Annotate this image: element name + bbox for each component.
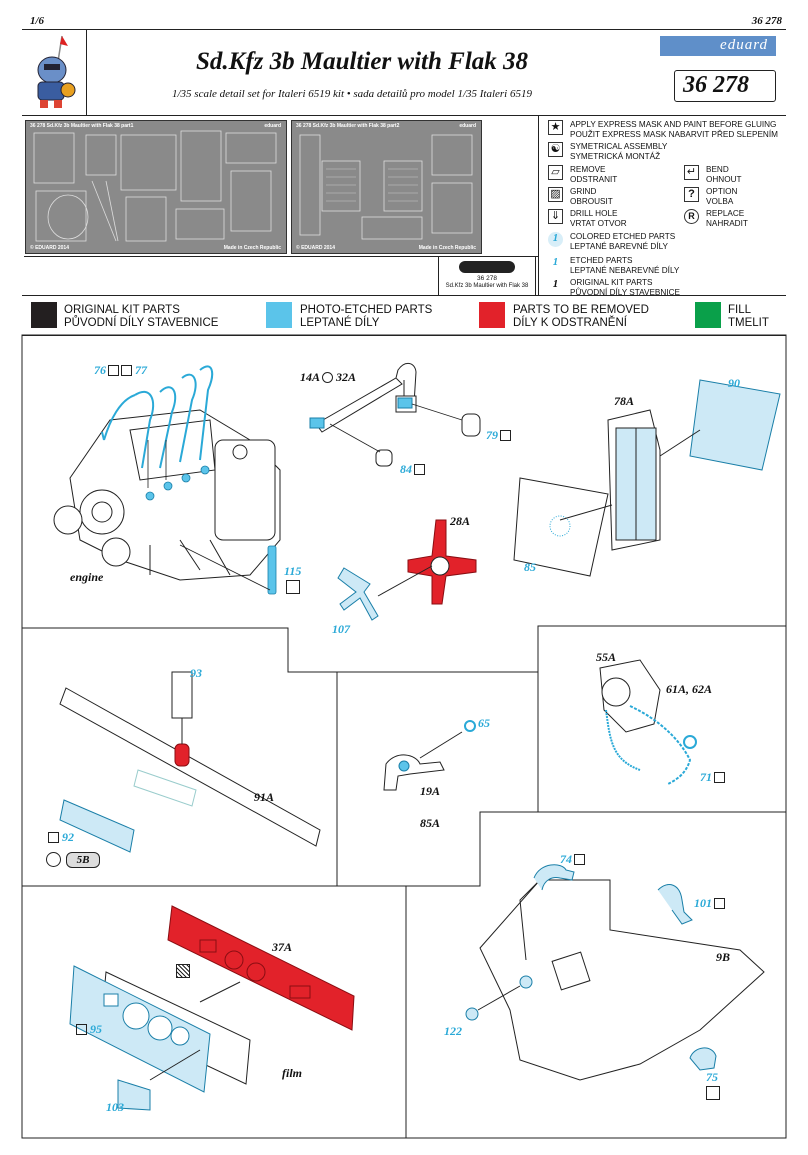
- bend-icon: [706, 1086, 720, 1100]
- star-icon: ★: [548, 120, 563, 135]
- page-number: 1/6: [30, 15, 45, 27]
- part-label-5b: 5B: [66, 852, 100, 868]
- part-label-84: 84: [400, 462, 425, 477]
- pe-pipes-76-77: [101, 365, 214, 469]
- part-label-107: 107: [332, 622, 350, 636]
- etched-icon: 1: [548, 256, 563, 271]
- part-label-75: 75: [706, 1070, 718, 1084]
- original-icon: 1: [548, 278, 563, 293]
- part-label-28a: 28A: [450, 514, 471, 528]
- etched-fret-2: 36 278 Sd.Kfz 3b Maultier with Flak 38 p…: [291, 120, 482, 254]
- part-label-85: 85: [524, 560, 536, 574]
- box-78a: [513, 379, 781, 577]
- eduard-mascot-icon: [24, 32, 84, 112]
- set-number-box: 36 278: [674, 70, 776, 102]
- fan-28a: [337, 519, 477, 621]
- part-label-95: 95: [74, 1022, 102, 1037]
- engine-drawing: [53, 409, 281, 581]
- part-label-14a: 14A 32A: [300, 370, 357, 384]
- eduard-logo: eduard: [660, 36, 776, 56]
- filler-cap-55a: [599, 659, 697, 785]
- part-label-78a: 78A: [614, 394, 635, 408]
- bend-icon: [286, 580, 300, 594]
- dashboard-37a: [69, 905, 355, 1111]
- part-label-76: 76 77: [94, 363, 147, 377]
- page-title: Sd.Kfz 3b Maultier with Flak 38: [196, 48, 529, 75]
- part-label-55a: 55A: [596, 650, 617, 664]
- part-label-71: 71: [700, 770, 725, 785]
- part-label-37a: 37A: [272, 940, 293, 954]
- part-label-91a: 91A: [254, 790, 275, 804]
- bend-icon: ↵: [684, 165, 699, 180]
- remove-icon: ▱: [548, 165, 563, 180]
- replace-icon: R: [684, 209, 699, 224]
- part-label-65: 65: [478, 716, 490, 730]
- color-swatch-original: [31, 302, 57, 328]
- colored-etched-icon: 1: [548, 232, 563, 247]
- part-label-122: 122: [444, 1024, 462, 1038]
- bumper-91a: [59, 671, 321, 853]
- drill-icon: ⇓: [548, 209, 563, 224]
- part-label-74: 74: [560, 852, 585, 867]
- part-label-61a-62a: 61A, 62A: [666, 682, 713, 696]
- engine-label: engine: [70, 570, 104, 584]
- color-swatch-photo-etched: [266, 302, 292, 328]
- part-label-103: 103: [106, 1100, 124, 1114]
- film-label: film: [282, 1066, 302, 1080]
- part-label-19a: 19A: [420, 784, 441, 798]
- replace-icon: [46, 852, 61, 867]
- part-label-85a: 85A: [420, 816, 441, 830]
- part-label-9b: 9B: [716, 950, 731, 964]
- part-label-93: 93: [190, 666, 202, 680]
- color-swatch-removed: [479, 302, 505, 328]
- header-rule: [22, 29, 786, 30]
- part-label-115: 115: [284, 564, 302, 578]
- color-swatch-fill: [695, 302, 721, 328]
- tow-hook-19a: [383, 720, 476, 791]
- page-code: 36 278: [751, 15, 782, 27]
- yin-yang-icon: ☯: [548, 142, 563, 157]
- grind-icon: [176, 964, 190, 978]
- etched-fret-1: 36 278 Sd.Kfz 3b Maultier with Flak 38 p…: [25, 120, 287, 254]
- page-subtitle: 1/35 scale detail set for Italeri 6519 k…: [172, 88, 532, 100]
- floor-panel-9b: [465, 864, 765, 1081]
- part-label-101: 101: [694, 896, 725, 911]
- part-label-92: 92: [46, 830, 74, 845]
- part-label-90: 90: [728, 376, 740, 390]
- option-icon: ?: [684, 187, 699, 202]
- grind-icon: ▨: [548, 187, 563, 202]
- part-label-79: 79: [486, 428, 511, 443]
